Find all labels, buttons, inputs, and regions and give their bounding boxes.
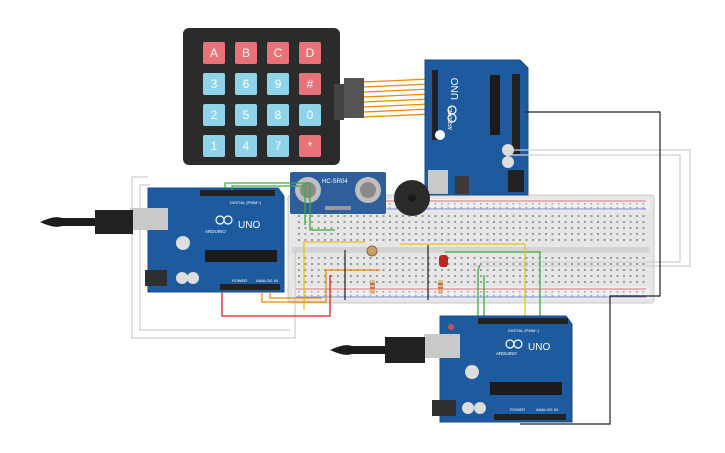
led-red[interactable] <box>439 255 448 267</box>
header-label: DIGITAL (PWM~) <box>230 200 262 205</box>
buzzer[interactable] <box>394 180 430 216</box>
svg-text:A: A <box>210 46 218 60</box>
keypad-key-4[interactable]: 4 <box>235 135 257 157</box>
arduino-bottom[interactable]: UNO ARDUINO DIGITAL (PWM~) POWER ANALOG … <box>424 315 573 423</box>
usb-port <box>424 334 460 358</box>
usb-cable-left <box>40 210 133 234</box>
keypad-key-7[interactable]: 7 <box>267 135 289 157</box>
header-pins <box>200 190 275 196</box>
analog-label: ANALOG IN <box>256 278 278 283</box>
black-wires <box>520 111 661 425</box>
svg-text:2: 2 <box>211 108 218 122</box>
header-pins <box>220 284 280 290</box>
svg-text:6: 6 <box>243 77 250 91</box>
svg-text:1: 1 <box>211 139 218 153</box>
photoresistor[interactable] <box>366 245 378 257</box>
red-wires <box>221 275 331 317</box>
svg-text:7: 7 <box>275 139 282 153</box>
svg-text:D: D <box>306 46 315 60</box>
header-pins <box>432 70 438 140</box>
resistor[interactable] <box>370 280 375 294</box>
header-pins <box>478 318 568 324</box>
keypad-key-D[interactable]: D <box>299 42 321 64</box>
orange-wires <box>261 269 380 303</box>
svg-text:C: C <box>274 46 283 60</box>
power-label: POWER <box>232 278 247 283</box>
usb-port <box>130 208 168 230</box>
keypad-key-3[interactable]: 3 <box>203 73 225 95</box>
arduino-logo <box>447 105 457 123</box>
keypad-key-0[interactable]: 0 <box>299 104 321 126</box>
svg-text:*: * <box>308 139 313 153</box>
svg-text:8: 8 <box>275 108 282 122</box>
usb-cable-bottom <box>330 337 425 363</box>
board-maker: ARDUINO <box>496 351 517 356</box>
grey-wires <box>131 149 691 339</box>
power-jack <box>455 176 469 194</box>
yellow-wires <box>303 241 526 318</box>
keypad-key-A[interactable]: A <box>203 42 225 64</box>
power-jack <box>432 400 456 416</box>
black-wires <box>344 245 429 300</box>
power-jack <box>145 270 167 286</box>
usb-port <box>428 170 448 194</box>
sensor-label: HC-SR04 <box>322 179 348 185</box>
keypad-key-C[interactable]: C <box>267 42 289 64</box>
resistor[interactable] <box>438 280 443 294</box>
svg-text:3: 3 <box>211 77 218 91</box>
keypad-key-6[interactable]: 6 <box>235 73 257 95</box>
arduino-left[interactable]: UNO ARDUINO DIGITAL (PWM~) POWER ANALOG … <box>130 187 285 293</box>
keypad-key-1[interactable]: 1 <box>203 135 225 157</box>
header-label: DIGITAL (PWM~) <box>508 328 540 333</box>
board-maker: ARDUINO <box>205 229 226 234</box>
header-pins <box>494 414 566 420</box>
keypad-key-2[interactable]: 2 <box>203 104 225 126</box>
svg-text:9: 9 <box>275 77 282 91</box>
keypad-key-B[interactable]: B <box>235 42 257 64</box>
keypad-key-hash[interactable]: # <box>299 73 321 95</box>
board-brand: UNO <box>238 220 260 231</box>
header-pins <box>512 74 520 154</box>
keypad-key-star[interactable]: * <box>299 135 321 157</box>
svg-text:B: B <box>242 46 250 60</box>
svg-text:5: 5 <box>243 108 250 122</box>
arduino-logo <box>215 215 233 225</box>
keypad-key-9[interactable]: 9 <box>267 73 289 95</box>
keypad-key-8[interactable]: 8 <box>267 104 289 126</box>
board-brand: UNO <box>450 78 461 100</box>
svg-text:4: 4 <box>243 139 250 153</box>
keypad-wires <box>363 78 431 118</box>
svg-text:#: # <box>307 77 314 91</box>
green-wires <box>224 182 541 318</box>
board-maker: ARDUINO <box>448 107 454 130</box>
arduino-top-right[interactable]: UNO ARDUINO <box>424 59 529 196</box>
power-label: POWER <box>510 407 525 412</box>
arduino-logo <box>505 339 523 349</box>
svg-text:0: 0 <box>307 108 314 122</box>
analog-label: ANALOG IN <box>536 407 558 412</box>
keypad-key-5[interactable]: 5 <box>235 104 257 126</box>
board-brand: UNO <box>528 342 550 353</box>
keypad[interactable]: A B C D 3 6 9 #2 5 8 0 1 4 7 * <box>183 28 364 165</box>
